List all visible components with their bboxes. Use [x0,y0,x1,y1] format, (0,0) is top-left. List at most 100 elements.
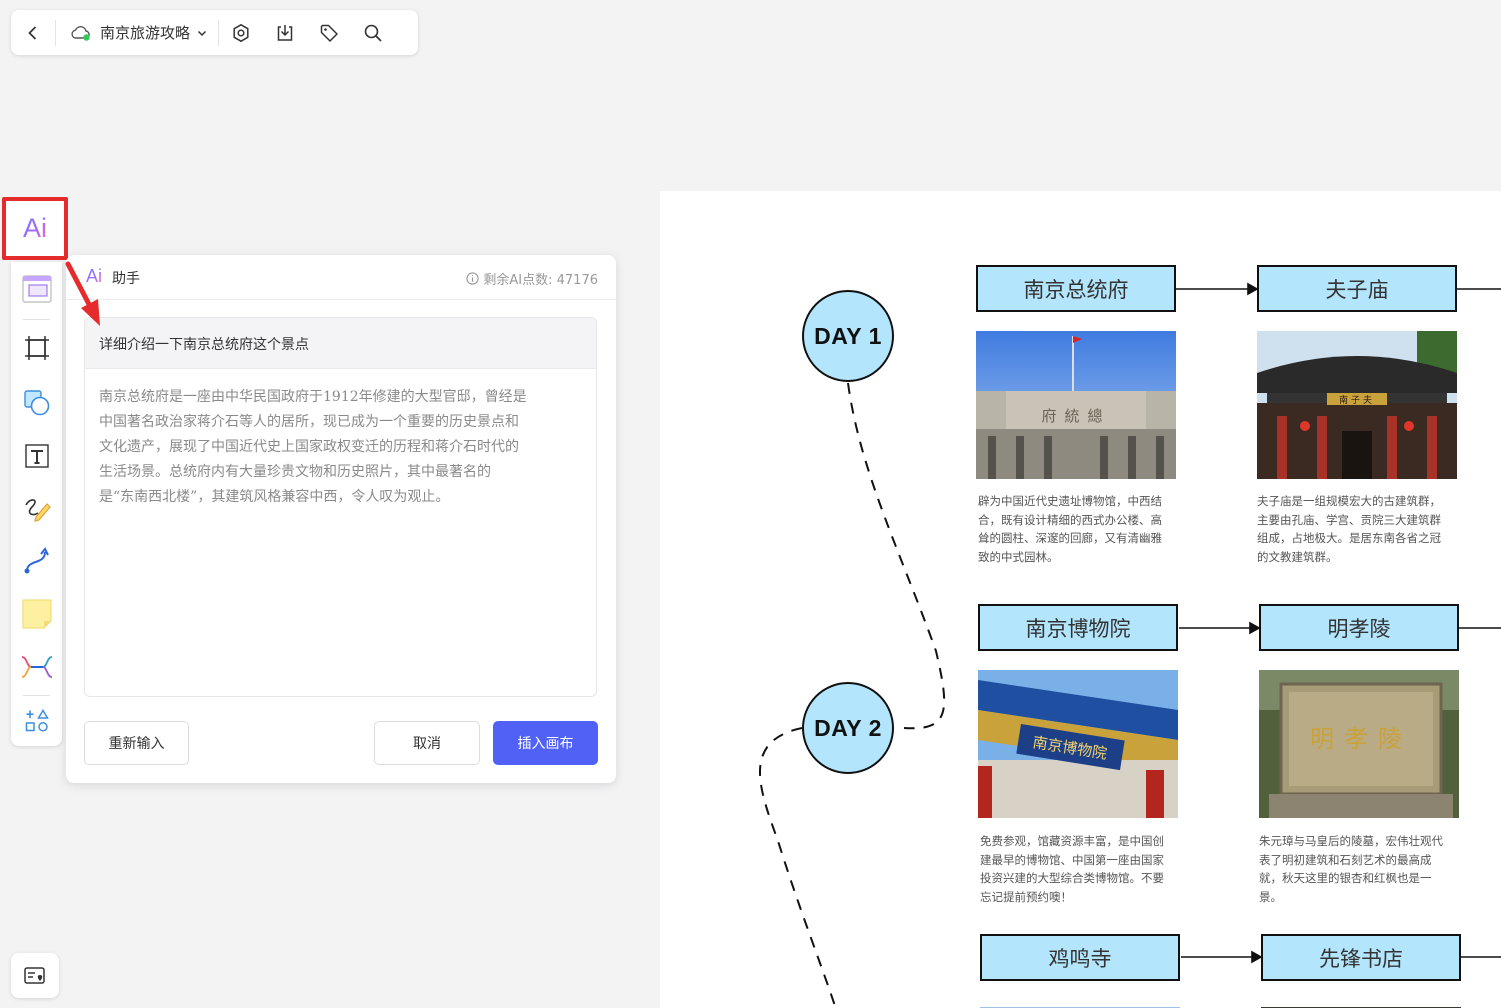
ai-icon: Ai [86,266,103,286]
sticky-note-tool[interactable] [11,592,62,636]
desc-line: 耸的圆柱、深邃的回廊，又有清幽雅 [978,531,1162,545]
frame-icon [21,275,52,303]
pen-icon [24,499,51,522]
desc-line: 的文教建筑群。 [1257,549,1338,564]
answer-line: 是“东南西北楼”，其建筑风格兼容中西，令人叹为观止。 [99,489,450,505]
photo-presidential-palace[interactable]: 府統總 [976,331,1176,479]
ai-points-text: 剩余AI点数: 47176 [483,273,598,288]
answer-line: 中国著名政治家蒋介石等人的居所，现已成为一个重要的历史景点和 [99,414,519,430]
spot-description: 朱元璋与马皇后的陵墓，宏伟壮观代 表了明初建筑和石刻艺术的最高成 就，秋天这里的… [1259,832,1459,906]
ai-points: 剩余AI点数: 47176 [466,269,598,288]
desc-line: 景。 [1259,889,1282,904]
whiteboard-canvas[interactable]: DAY 1 DAY 2 南京总统府 府統總 辟为中国近代史遗址博物馆，中西结 合… [660,191,1501,1008]
desc-line: 合，既有设计精细的西式办公楼、高 [978,512,1162,527]
minimap-icon [24,966,45,984]
connector-tool[interactable] [11,539,62,583]
ai-assistant-panel: Ai 助手 剩余AI点数: 47176 详细介绍一下南京总统府这个景点 南京总统… [66,255,616,783]
doc-title: 南京旅游攻略 [100,24,191,42]
settings-icon [233,23,249,42]
spot-description: 免费参观，馆藏资源丰富，是中国创 建最早的博物馆、中国第一座由国家 投资兴建的大… [980,832,1180,906]
photo-sign: 明孝陵 [1310,725,1412,753]
minimap-button[interactable] [11,953,59,998]
back-icon [28,25,37,40]
desc-line: 建最早的博物馆、中国第一座由国家 [980,852,1164,867]
day-marker[interactable]: DAY 2 [802,682,894,774]
answer-line: 南京总统府是一座由中华民国政府于1912年修建的大型官邸，曾经是 [99,389,527,405]
divider [23,319,50,320]
spot-title[interactable]: 明孝陵 [1259,604,1459,651]
desc-line: 夫子庙是一组规模宏大的古建筑群， [1257,494,1441,508]
spot-description: 夫子庙是一组规模宏大的古建筑群， 主要由孔庙、学宫、贡院三大建筑群 组成，占地极… [1257,492,1457,566]
spot-title[interactable]: 先锋书店 [1261,934,1461,981]
left-toolbar [11,262,62,746]
download-button[interactable] [263,10,307,55]
pen-tool[interactable] [11,487,62,531]
desc-line: 朱元璋与马皇后的陵墓，宏伟壮观代 [1259,834,1443,848]
spot-title[interactable]: 鸡鸣寺 [980,934,1180,981]
photo-ming-tomb[interactable]: 明孝陵 [1259,670,1459,818]
more-shapes-icon [25,709,49,732]
download-icon [277,24,293,41]
day-marker[interactable]: DAY 1 [802,290,894,382]
doc-title-menu[interactable]: 南京旅游攻略 [56,10,218,55]
tag-icon [320,24,338,42]
photo-nanjing-museum[interactable]: 南京博物院 [978,670,1178,818]
mindmap-icon [21,656,52,678]
ai-answer[interactable]: 南京总统府是一座由中华民国政府于1912年修建的大型官邸，曾经是 中国著名政治家… [85,369,596,526]
spot-title[interactable]: 夫子庙 [1257,265,1457,312]
text-tool[interactable] [11,434,62,478]
text-icon [24,444,49,468]
divider [55,19,56,46]
more-shapes-tool[interactable] [11,699,62,743]
sticky-note-icon [22,599,51,629]
ai-icon: Ai [22,213,47,243]
insert-canvas-button[interactable]: 插入画布 [493,721,598,765]
photo-pioneer-bookstore[interactable] [1261,1000,1461,1008]
photo-jiming-temple[interactable] [980,1000,1180,1008]
photo-confucius-temple[interactable]: 南子夫 [1257,331,1457,479]
panel-header: Ai 助手 剩余AI点数: 47176 [66,255,616,300]
annotation-arrow [65,261,100,326]
tag-button[interactable] [307,10,351,55]
user-question: 详细介绍一下南京总统府这个景点 [85,318,596,369]
desc-line: 免费参观，馆藏资源丰富，是中国创 [980,834,1164,848]
shape-tool[interactable] [11,381,62,425]
spot-title[interactable]: 南京博物院 [978,604,1178,651]
desc-line: 主要由孔庙、学宫、贡院三大建筑群 [1257,512,1441,527]
desc-line: 忘记提前预约噢！ [980,889,1072,904]
desc-line: 投资兴建的大型综合类博物馆。不要 [980,871,1164,885]
photo-sign: 南子夫 [1339,394,1375,406]
spot-description: 辟为中国近代史遗址博物馆，中西结 合，既有设计精细的西式办公楼、高 耸的圆柱、深… [978,492,1178,566]
divider [218,19,220,46]
retry-button[interactable]: 重新输入 [84,721,189,765]
desc-line: 致的中式园林。 [978,549,1059,564]
desc-line: 组成，占地极大。是居东南各省之冠 [1257,531,1441,545]
frame-tool[interactable] [11,267,62,311]
search-button[interactable] [351,10,395,55]
ai-chat-box[interactable]: 详细介绍一下南京总统府这个景点 南京总统府是一座由中华民国政府于1912年修建的… [84,317,597,697]
itinerary-connectors [759,282,1501,1007]
crop-tool[interactable] [11,326,62,370]
search-icon [364,24,382,42]
desc-line: 辟为中国近代史遗址博物馆，中西结 [978,494,1162,508]
shape-icon [23,390,49,416]
divider [23,695,50,696]
top-toolbar: 南京旅游攻略 [11,10,418,55]
desc-line: 表了明初建筑和石刻艺术的最高成 [1259,852,1432,867]
settings-button[interactable] [219,10,263,55]
photo-sign: 府統總 [1041,407,1110,425]
answer-line: 文化遗产，展现了中国近代史上国家政权变迁的历程和蒋介石时代的 [99,439,519,455]
cancel-button[interactable]: 取消 [374,721,480,765]
ai-assistant-button[interactable]: Ai [2,197,68,260]
crop-icon [24,336,49,360]
desc-line: 就，秋天这里的银杏和红枫也是一 [1259,871,1432,885]
chevron-down-icon [197,30,207,36]
spot-title[interactable]: 南京总统府 [976,265,1176,312]
panel-title: 助手 [112,271,140,287]
back-button[interactable] [11,10,55,55]
info-icon [466,272,480,285]
cloud-sync-icon [71,25,90,41]
mindmap-tool[interactable] [11,645,62,689]
connector-icon [24,547,49,574]
answer-line: 生活场景。总统府内有大量珍贵文物和历史照片，其中最著名的 [99,464,491,480]
